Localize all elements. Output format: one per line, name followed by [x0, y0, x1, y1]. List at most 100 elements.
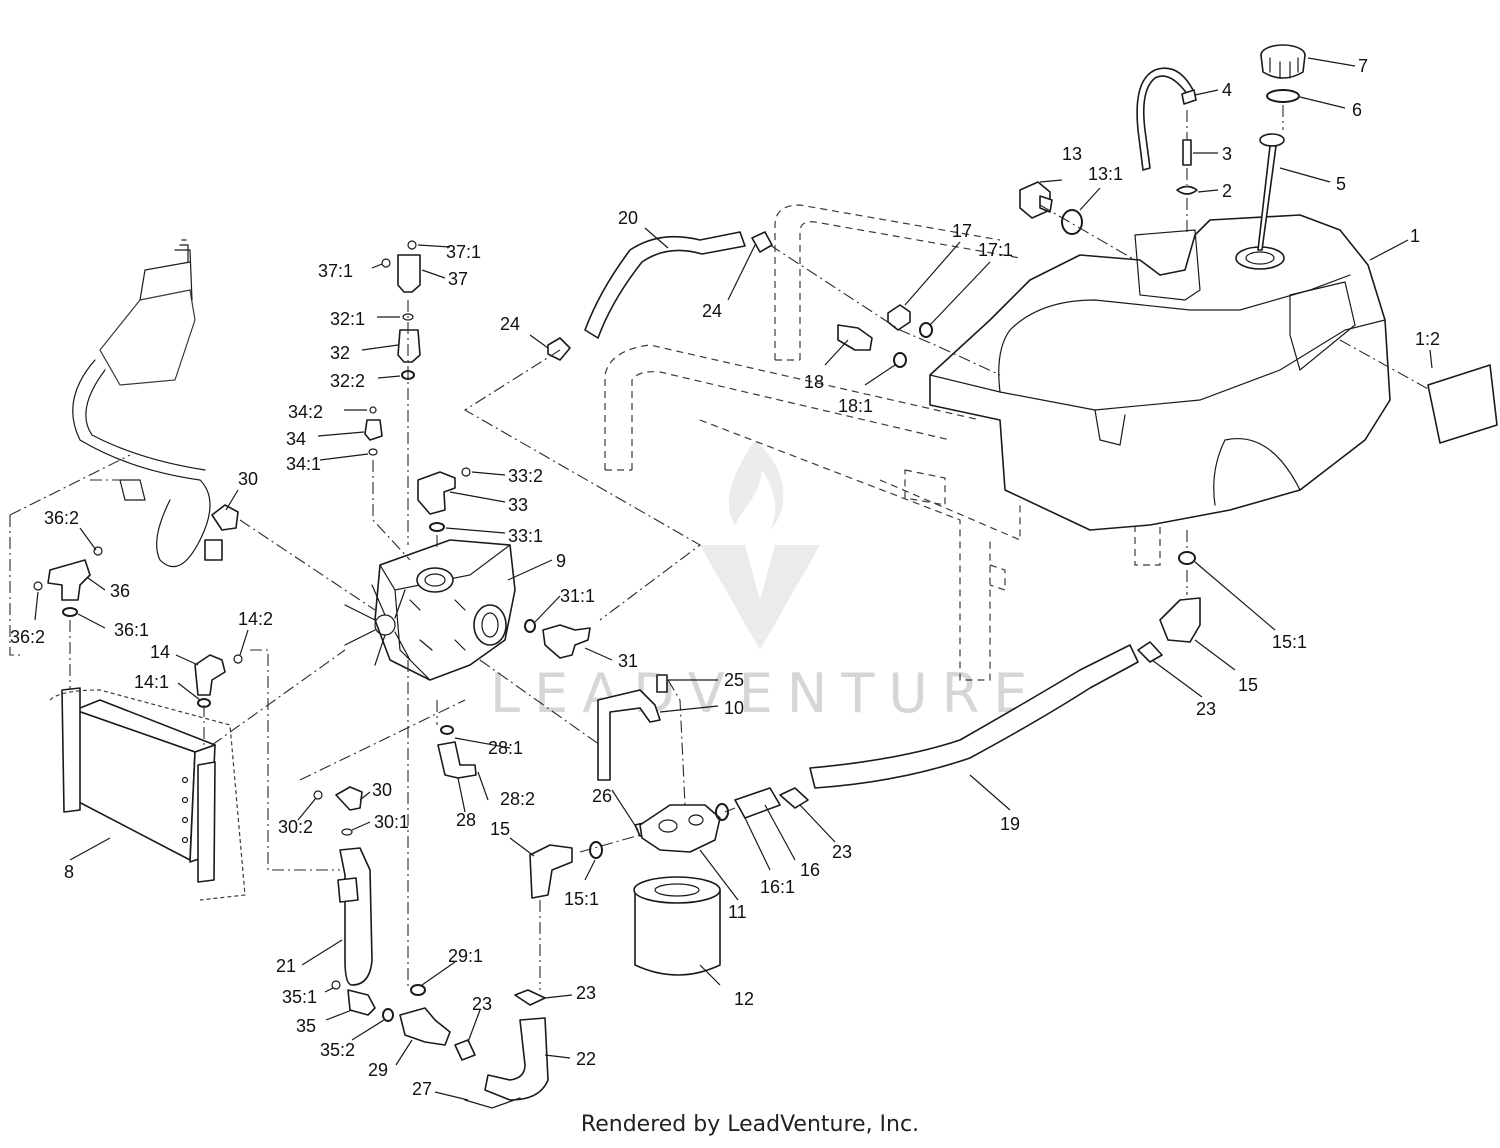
o-ring-6 — [1266, 89, 1300, 103]
vent-hose — [1136, 67, 1197, 171]
callout-28: 28 — [456, 810, 476, 830]
elbow-15a — [529, 844, 573, 899]
o-ring-30-2 — [313, 790, 323, 800]
tee-36 — [47, 559, 91, 601]
cooling-fan — [344, 584, 411, 666]
fitting-37 — [397, 254, 421, 293]
callout-32-1: 32:1 — [330, 309, 365, 329]
o-ring-16-1 — [715, 803, 729, 821]
callout-30b: 30 — [372, 780, 392, 800]
callout-33-2: 33:2 — [508, 466, 543, 486]
callout-23b: 23 — [576, 983, 596, 1003]
callout-25: 25 — [724, 670, 744, 690]
chassis-frame — [604, 204, 1161, 681]
fitting-18 — [837, 324, 873, 351]
callout-32-2: 32:2 — [330, 371, 365, 391]
elbow-15b — [1159, 597, 1201, 643]
callout-34: 34 — [286, 429, 306, 449]
callout-18: 18 — [804, 372, 824, 392]
callout-30-1: 30:1 — [374, 812, 409, 832]
strap-27 — [464, 1097, 521, 1109]
o-ring-33-1 — [429, 522, 445, 532]
callout-15b: 15 — [1238, 675, 1258, 695]
callout-6: 6 — [1352, 100, 1362, 120]
callout-31-1: 31:1 — [560, 586, 595, 606]
fitting-34 — [364, 419, 383, 441]
callout-13-1: 13:1 — [1088, 164, 1123, 184]
callout-14-1: 14:1 — [134, 672, 169, 692]
callout-35-1: 35:1 — [282, 987, 317, 1007]
hose-22 — [484, 1017, 549, 1101]
oil-cooler — [49, 687, 246, 901]
cap-36-2b — [33, 581, 43, 591]
o-ring-15-1b — [1178, 551, 1196, 565]
elbow-14 — [194, 654, 226, 696]
cap-36-2a — [93, 546, 103, 556]
fuel-tank — [929, 214, 1391, 531]
o-ring-13-1 — [1061, 209, 1083, 235]
callout-28-1: 28:1 — [488, 738, 523, 758]
callout-4: 4 — [1222, 80, 1232, 100]
grommet — [1176, 185, 1198, 195]
callout-28-2: 28:2 — [500, 789, 535, 809]
callout-31: 31 — [618, 651, 638, 671]
hose-clamp-23a — [454, 1039, 476, 1061]
callout-30a: 30 — [238, 469, 258, 489]
fuel-cap — [1260, 44, 1306, 79]
callout-34-2: 34:2 — [288, 402, 323, 422]
o-ring-18-1 — [893, 352, 907, 368]
elbow-33 — [417, 471, 456, 515]
callout-15-1b: 15:1 — [1272, 632, 1307, 652]
o-ring-34-2 — [369, 406, 377, 414]
hose-clamp-23d — [1137, 641, 1163, 663]
callout-37-1a: 37:1 — [446, 242, 481, 262]
callout-5: 5 — [1336, 174, 1346, 194]
oil-filter — [633, 876, 721, 976]
render-credit: Rendered by LeadVenture, Inc. — [580, 1112, 920, 1137]
o-ring-14-2 — [233, 654, 243, 664]
callout-14: 14 — [150, 642, 170, 662]
callout-20: 20 — [618, 208, 638, 228]
callout-34-1: 34:1 — [286, 454, 321, 474]
elbow-30b — [335, 786, 363, 811]
callout-17: 17 — [952, 221, 972, 241]
fitting-35 — [347, 989, 376, 1016]
callout-16: 16 — [800, 860, 820, 880]
callout-1-2: 1:2 — [1415, 329, 1440, 349]
callout-26: 26 — [592, 786, 612, 806]
watermark-text: LEADVENTURE — [490, 662, 1041, 725]
hose-clamp-23c — [779, 787, 809, 809]
o-ring-31-1 — [524, 619, 536, 633]
callout-35: 35 — [296, 1016, 316, 1036]
callout-9: 9 — [556, 551, 566, 571]
callout-37-1b: 37:1 — [318, 261, 353, 281]
dipstick — [1257, 133, 1285, 251]
o-ring-32-1 — [402, 313, 414, 321]
callout-2: 2 — [1222, 181, 1232, 201]
o-ring-28-1 — [440, 725, 454, 735]
callout-30-2: 30:2 — [278, 817, 313, 837]
fuel-pump — [72, 239, 211, 568]
hydraulic-pump — [374, 539, 516, 681]
assembly-lines — [9, 105, 1431, 990]
callout-23d: 23 — [1196, 699, 1216, 719]
callout-14-2: 14:2 — [238, 609, 273, 629]
callout-12: 12 — [734, 989, 754, 1009]
callout-24b: 24 — [702, 301, 722, 321]
callout-8: 8 — [64, 862, 74, 882]
bracket-10 — [597, 689, 661, 781]
cap-33-2 — [461, 467, 471, 477]
elbow-28 — [437, 741, 477, 779]
hose-end-30a — [204, 539, 223, 561]
hose-clamp-24b — [751, 231, 773, 253]
cap-37-1b — [381, 258, 391, 268]
cap-37-1a — [407, 240, 417, 250]
hose-19 — [809, 644, 1139, 789]
callout-labels: 1 1:2 2 3 4 5 6 7 8 9 10 11 12 13 13:1 1… — [10, 56, 1440, 1099]
callout-24a: 24 — [500, 314, 520, 334]
decal — [1427, 364, 1498, 444]
o-ring-15-1a — [589, 841, 603, 859]
callout-36-1: 36:1 — [114, 620, 149, 640]
callout-23c: 23 — [832, 842, 852, 862]
